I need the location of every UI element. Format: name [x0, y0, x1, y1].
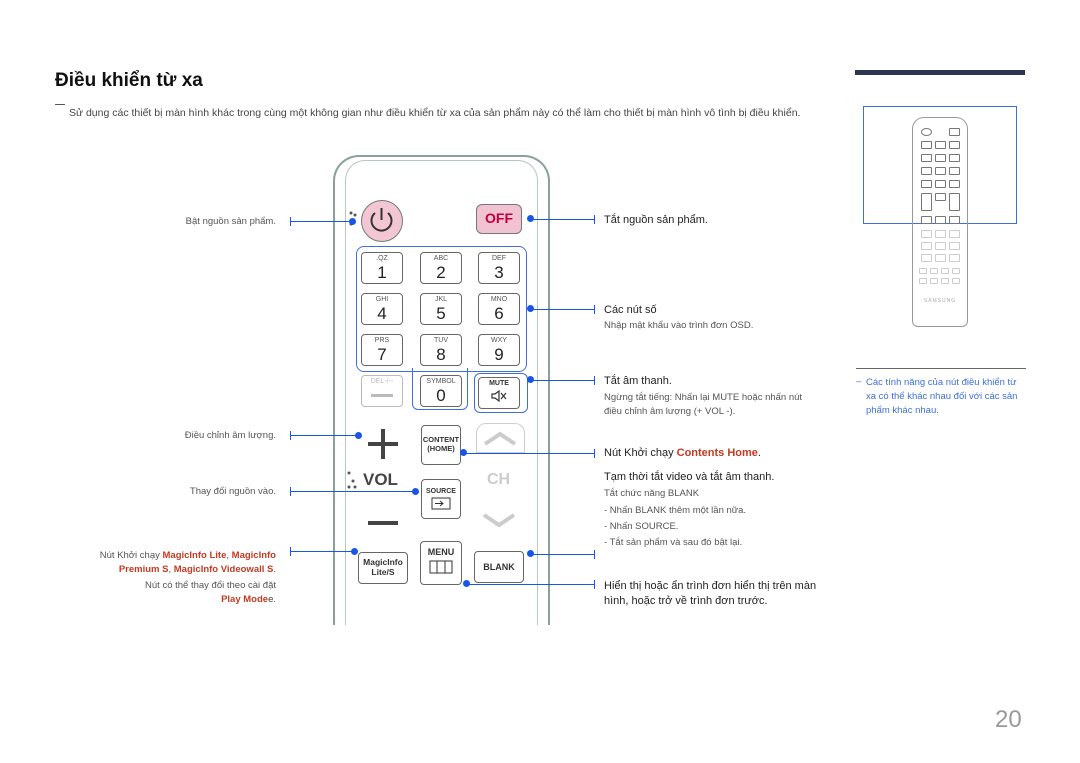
menu-icon [429, 560, 453, 574]
label-volume: Điều chỉnh âm lượng. [184, 430, 276, 441]
mute-button[interactable]: MUTE [478, 377, 520, 409]
header-accent-bar [855, 70, 1025, 75]
volume-plus-button[interactable] [364, 425, 402, 463]
label-blank-title: Tạm thời tắt video và tắt âm thanh. [604, 471, 775, 483]
side-divider [856, 368, 1026, 369]
minus-icon [368, 521, 398, 525]
power-icon [370, 208, 393, 232]
magicinfo-button[interactable]: MagicInfo Lite/S [358, 552, 408, 584]
label-blank-sub-1: Tắt chức năng BLANK [604, 488, 700, 499]
remote-outline [333, 155, 550, 625]
off-button[interactable]: OFF [476, 204, 522, 234]
thumbnail-brand: SAMSUNG [923, 298, 957, 304]
intro-note: Sử dụng các thiết bị màn hình khác trong… [69, 107, 801, 119]
plus-icon [368, 429, 398, 459]
label-mute-sub-2: điều chỉnh âm lượng (+ VOL -). [604, 406, 736, 417]
power-button[interactable] [361, 200, 403, 242]
mute-key-group [474, 373, 528, 413]
number-keys-group [356, 246, 527, 372]
label-mute-sub-1: Ngừng tắt tiếng: Nhấn lại MUTE hoặc nhấn… [604, 392, 803, 403]
menu-button[interactable]: MENU [420, 541, 462, 585]
page-title: Điều khiển từ xa [55, 70, 203, 91]
label-menu-1: Hiển thị hoặc ẩn trình đơn hiển thị trên… [604, 580, 817, 592]
vol-label: VOL [363, 470, 398, 489]
ch-label: CH [487, 471, 511, 488]
label-blank-sub-2: - Nhấn BLANK thêm một lần nữa. [604, 505, 747, 516]
label-mute-title: Tắt âm thanh. [604, 375, 672, 387]
label-power-on: Bật nguồn sản phẩm. [185, 216, 276, 227]
zero-key-group [412, 368, 468, 410]
label-magicinfo: Nút Khởi chạy MagicInfo Lite, MagicInfo … [99, 550, 276, 605]
label-numbers-sub: Nhập mật khẩu vào trình đơn OSD. [604, 320, 754, 331]
label-blank-sub-4: - Tắt sản phẩm và sau đó bật lại. [604, 537, 743, 548]
blank-button[interactable]: BLANK [474, 551, 524, 583]
intro-dash [55, 104, 65, 105]
side-note: Các tính năng của nút điều khiển từ xa c… [866, 377, 1018, 416]
label-content-home: Nút Khởi chạy Contents Home. [604, 447, 761, 459]
mute-icon [491, 389, 507, 403]
chevron-down-icon [482, 513, 516, 528]
chevron-up-icon [483, 431, 517, 446]
label-numbers-title: Các nút số [604, 304, 657, 316]
channel-up-button[interactable] [476, 423, 525, 453]
label-menu-2: hình, hoặc trở về trình đơn trước. [604, 595, 768, 607]
remote-thumbnail: SAMSUNG [912, 117, 968, 327]
label-source: Thay đổi nguồn vào. [189, 486, 276, 497]
volume-minus-button[interactable] [364, 515, 402, 525]
del-key[interactable]: DEL-/-- [361, 375, 403, 407]
note-dash: – [856, 376, 862, 387]
source-icon [431, 497, 451, 510]
label-power-off: Tắt nguồn sản phẩm. [604, 214, 708, 226]
channel-down-button[interactable] [476, 505, 523, 535]
label-blank-sub-3: - Nhấn SOURCE. [604, 521, 679, 532]
remote-inner-outline [345, 160, 538, 625]
source-button[interactable]: SOURCE [421, 479, 461, 519]
sensor-dots-icon-2 [347, 470, 357, 495]
content-home-button[interactable]: CONTENT (HOME) [421, 425, 461, 465]
page-number: 20 [995, 706, 1022, 733]
